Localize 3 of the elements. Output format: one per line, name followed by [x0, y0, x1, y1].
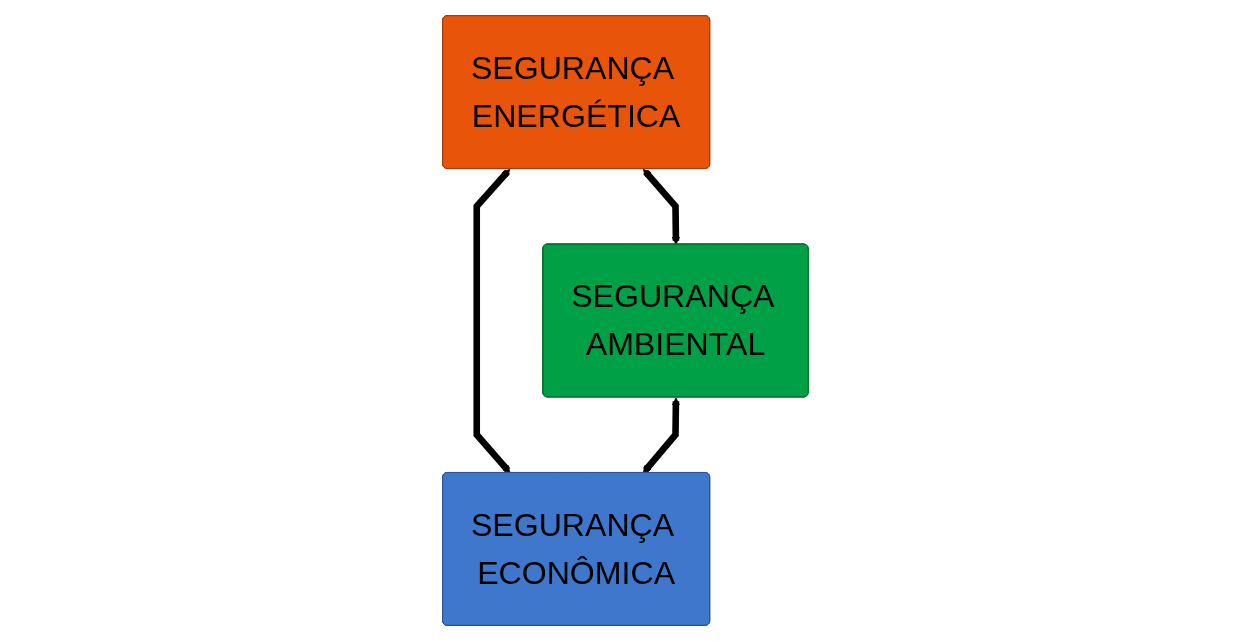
arrow [642, 168, 680, 245]
arrow [642, 397, 680, 474]
arrow [473, 168, 511, 474]
